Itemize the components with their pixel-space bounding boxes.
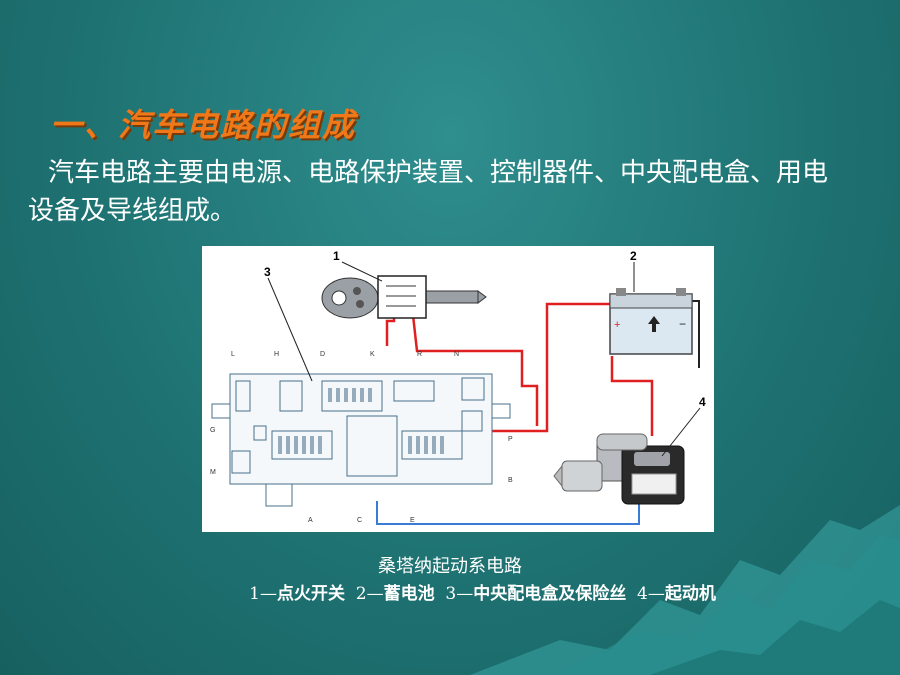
part-3-label: 中央配电盒及保险丝	[473, 584, 627, 604]
figure-caption-parts: 1—点火开关 2—蓄电池 3—中央配电盒及保险丝 4—起动机	[0, 579, 900, 604]
part-3-num: 3—	[445, 584, 474, 604]
figure-caption-title: 桑塔纳起动系电路	[378, 556, 522, 577]
callout-2: 2	[630, 249, 637, 263]
body-paragraph: 汽车电路主要由电源、电路保护装置、控制器件、中央配电盒、用电设备及导线组成。	[28, 158, 829, 226]
label-M: M	[210, 469, 216, 476]
part-2-num: 2—	[355, 584, 384, 604]
label-H: H	[274, 351, 279, 358]
label-N: N	[454, 351, 459, 358]
part-1-label: 点火开关	[276, 584, 345, 604]
battery-icon	[609, 288, 693, 355]
label-B: B	[508, 477, 513, 484]
ignition-switch-icon	[377, 275, 427, 319]
part-2-label: 蓄电池	[383, 584, 435, 604]
part-1-num: 1—	[249, 584, 277, 604]
circuit-diagram: 1 + − 2	[202, 246, 714, 532]
label-G: G	[210, 427, 215, 434]
part-4-label: 起动机	[664, 584, 716, 604]
label-L: L	[231, 351, 235, 358]
battery-minus: −	[679, 317, 686, 331]
label-C: C	[357, 517, 362, 524]
label-E: E	[410, 517, 415, 524]
callout-4: 4	[699, 395, 706, 409]
key-icon	[321, 277, 487, 319]
label-D: D	[320, 351, 325, 358]
label-R: R	[417, 351, 422, 358]
slide-title: 一、汽车电路的组成	[50, 106, 357, 144]
label-P: P	[508, 436, 513, 443]
callout-3: 3	[264, 265, 271, 279]
part-4-num: 4—	[637, 584, 665, 604]
battery-plus: +	[614, 319, 620, 331]
blue-wire	[376, 491, 640, 525]
label-A: A	[308, 517, 313, 524]
starter-motor-icon	[553, 433, 685, 505]
label-K: K	[370, 351, 375, 358]
callout-1: 1	[333, 249, 340, 263]
